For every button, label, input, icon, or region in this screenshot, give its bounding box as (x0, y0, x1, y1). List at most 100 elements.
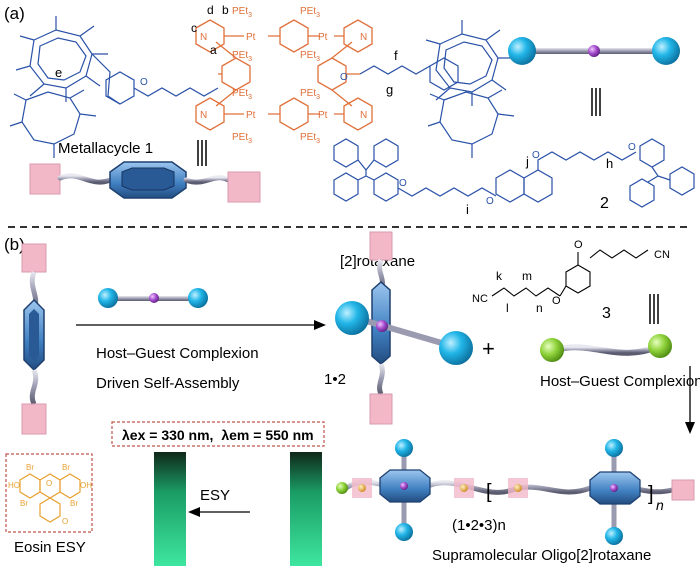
linker-3-labels: NC CN O O k l m n 3 (472, 239, 670, 322)
tether-right (183, 175, 235, 185)
wavelength-text: λex = 330 nm, λem = 550 nm (122, 427, 314, 443)
equivalence-bars-right (591, 88, 601, 116)
linker-cartoon (540, 334, 672, 362)
svg-text:PEt3: PEt3 (232, 6, 252, 19)
svg-text:k: k (496, 269, 503, 283)
magenta-center (588, 45, 600, 57)
arrow-dumbbell (98, 288, 208, 308)
left-oxygen-label: O (140, 77, 148, 88)
svg-text:N: N (360, 110, 367, 121)
svg-text:PEt3: PEt3 (300, 132, 320, 145)
svg-text:N: N (200, 32, 207, 43)
svg-text:n: n (536, 301, 543, 315)
svg-text:PEt3: PEt3 (300, 50, 320, 63)
left-alkoxy-chain (133, 87, 219, 97)
cyan-stopper-right (652, 37, 680, 65)
guest-2-oxygen-labels: O O O O (399, 142, 636, 207)
right-pillararene-structure (425, 20, 515, 158)
tether-left (57, 173, 113, 185)
rotaxane-label: [2]rotaxane (340, 253, 415, 270)
svg-text:CN: CN (654, 249, 670, 261)
svg-text:Pt: Pt (246, 32, 256, 43)
complex-label: 1•2 (324, 371, 346, 388)
svg-text:j: j (525, 154, 529, 169)
pink-stopper-right (227, 171, 261, 203)
svg-text:a: a (210, 43, 217, 57)
svg-text:OH: OH (80, 481, 92, 490)
arrow1-line1: Host–Guest Complexion (96, 345, 259, 362)
svg-text:N: N (200, 110, 207, 121)
svg-text:O: O (552, 295, 561, 307)
guest-2-structure (333, 138, 695, 208)
eosin-structure (19, 473, 81, 523)
arrow2-label: Host–Guest Complexion (540, 373, 700, 390)
panel-a-label: (a) (4, 4, 25, 23)
polymer-label: (1•2•3)n (452, 517, 506, 534)
svg-text:Pt: Pt (318, 32, 328, 43)
svg-text:Pt: Pt (246, 110, 256, 121)
wavelength-box (111, 421, 325, 447)
svg-text:c: c (191, 21, 197, 35)
esy-arrow-label: ESY (200, 487, 230, 504)
svg-text:Br: Br (26, 463, 34, 472)
svg-text:HO: HO (8, 481, 20, 490)
pt-ligand-labels: Pt Pt Pt Pt PEt3 PEt3 PEt3 PEt3 PEt3 PEt… (200, 6, 367, 145)
svg-text:d: d (207, 3, 214, 17)
svg-text:Pt: Pt (318, 110, 328, 121)
eosin-box (5, 453, 93, 533)
svg-text:NC: NC (472, 293, 488, 305)
svg-text:O: O (399, 178, 407, 189)
guest-2-labels: j h i 2 (466, 154, 613, 217)
right-oxygen-label: O (340, 72, 348, 83)
svg-text:Br: Br (62, 463, 70, 472)
svg-text:b: b (222, 3, 229, 17)
eosin-label: Eosin ESY (14, 539, 86, 556)
cyan-stopper-left (508, 37, 536, 65)
linker-number: 3 (602, 305, 611, 322)
svg-text:i: i (466, 202, 469, 217)
svg-text:Br: Br (20, 499, 28, 508)
svg-text:O: O (62, 517, 68, 526)
repeat-n: n (656, 497, 664, 513)
svg-text:PEt3: PEt3 (232, 88, 252, 101)
plus-sign: + (482, 336, 495, 361)
pyridine-proton-labels: d b c a (191, 3, 229, 57)
proton-label-f: f (394, 48, 398, 63)
svg-text:PEt3: PEt3 (300, 88, 320, 101)
linker-3-structure (491, 249, 649, 297)
cuvette-with-esy (154, 452, 186, 566)
vertical-host-cartoon (21, 243, 47, 435)
panel-b-label: (b) (4, 235, 25, 254)
metallacycle-label: Metallacycle 1 (58, 140, 153, 157)
left-pillararene-structure (9, 16, 135, 158)
svg-text:N: N (360, 32, 367, 43)
metallacycle-cartoon: Metallacycle 1 (29, 140, 261, 203)
proton-label-g: g (386, 82, 393, 97)
guest-dumbbell-cartoon (508, 37, 680, 116)
svg-text:O: O (486, 196, 494, 207)
svg-text:PEt3: PEt3 (232, 132, 252, 145)
svg-text:l: l (506, 301, 509, 315)
svg-text:O: O (574, 239, 583, 251)
pink-stopper-left (29, 163, 61, 195)
eosin-atom-labels: Br Br Br Br HO OH O O (8, 463, 92, 526)
svg-text:PEt3: PEt3 (300, 6, 320, 19)
proton-label-e: e (55, 65, 62, 80)
svg-text:[: [ (486, 481, 492, 503)
svg-text:Br: Br (70, 499, 78, 508)
svg-text:O: O (628, 142, 636, 153)
rotaxane-cartoon (335, 231, 473, 425)
svg-text:h: h (606, 156, 613, 171)
metallacycle-core-structure (195, 19, 373, 131)
equivalence-bars-left (197, 140, 207, 166)
svg-text:PEt3: PEt3 (232, 50, 252, 63)
equivalence-bars-b (649, 294, 659, 324)
cuvette-without-esy (290, 452, 322, 566)
oligorotaxane-cartoon: [ ] n (336, 439, 695, 545)
svg-text:O: O (46, 479, 52, 488)
svg-text:O: O (532, 150, 540, 161)
svg-text:]: ] (648, 483, 654, 505)
svg-text:m: m (522, 269, 532, 283)
arrow1-line2: Driven Self-Assembly (96, 375, 240, 392)
